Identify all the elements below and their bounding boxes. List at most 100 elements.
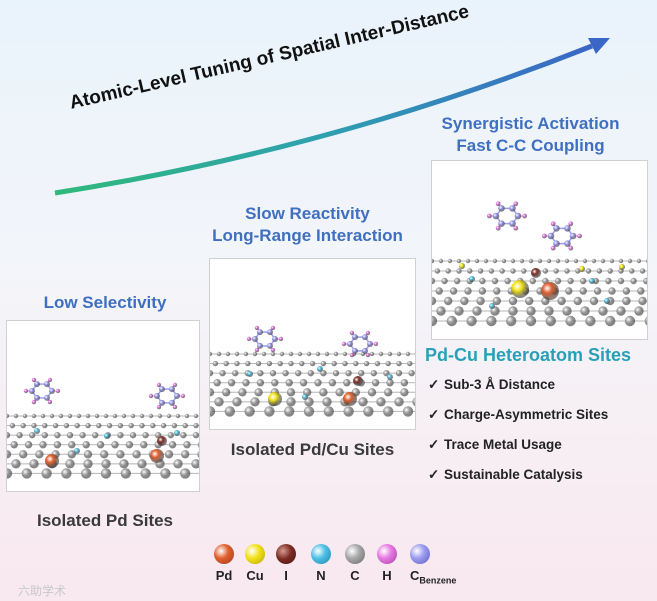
lattice-atom <box>83 450 93 459</box>
lattice-atom <box>252 351 258 357</box>
lattice-atom <box>643 277 650 285</box>
lattice-atom <box>4 413 10 419</box>
hydrogen-atom <box>156 382 162 388</box>
lattice-atom <box>636 258 642 264</box>
lattice-atom <box>617 277 625 285</box>
hydrogen-atom <box>495 225 501 231</box>
feature-label: Sub-3 Å Distance <box>444 377 556 392</box>
lattice-atom <box>358 369 365 377</box>
lattice-atom <box>242 379 250 387</box>
lattice-atom <box>137 459 147 469</box>
benzene-carbon-atom <box>352 334 358 341</box>
lattice-atom <box>16 431 23 439</box>
benzene-carbon-atom <box>159 386 165 393</box>
benzene-carbon-atom <box>34 394 40 401</box>
lattice-atom <box>10 441 18 449</box>
lattice-atom <box>589 296 599 306</box>
lattice-atom <box>85 413 91 419</box>
lattice-atom <box>111 441 119 449</box>
lattice-atom <box>319 388 328 397</box>
lattice-atom <box>103 413 109 419</box>
iodine-atom <box>157 436 167 446</box>
pd-atom <box>150 449 164 463</box>
lattice-atom <box>447 258 453 264</box>
benzene-carbon-atom <box>509 220 516 227</box>
legend-ball-cbenzene <box>410 544 430 564</box>
lattice-atom <box>132 450 141 459</box>
lattice-atom <box>13 413 19 419</box>
lattice-atom <box>94 413 100 419</box>
stage-1-title: Low Selectivity <box>10 292 200 314</box>
lattice-atom <box>396 351 402 357</box>
benzene-carbon-atom <box>367 341 373 347</box>
hydrogen-atom <box>270 325 276 331</box>
cu-atom <box>579 266 585 272</box>
lattice-atom <box>367 388 377 397</box>
lattice-atom <box>288 360 294 367</box>
lattice-atom <box>140 441 148 449</box>
benzene-carbon-atom <box>509 205 516 212</box>
lattice-atom <box>222 388 231 397</box>
lattice-atom <box>67 413 73 419</box>
lattice-atom <box>343 379 351 387</box>
lattice-atom <box>438 258 444 264</box>
lattice-atom <box>29 459 39 469</box>
lattice-atom <box>21 468 32 479</box>
lattice-atom <box>510 258 516 264</box>
lattice-atom <box>197 450 206 459</box>
lattice-atom <box>1 468 13 479</box>
iodine-atom <box>531 268 541 278</box>
benzene-carbon-atom <box>492 212 500 220</box>
hydrogen-atom <box>31 377 37 383</box>
lattice-atom <box>546 258 552 264</box>
pd-atom <box>45 454 59 468</box>
lattice-atom <box>525 315 537 327</box>
lattice-atom <box>323 406 334 417</box>
legend-label-i: I <box>284 568 288 583</box>
hydrogen-atom <box>156 404 162 410</box>
lattice-atom <box>121 413 127 419</box>
lattice-atom <box>554 277 562 285</box>
lattice-atom <box>525 296 534 306</box>
legend-label-pd: Pd <box>215 568 233 583</box>
lattice-atom <box>434 268 441 274</box>
lattice-atom <box>125 441 134 449</box>
hydrogen-atom <box>568 221 574 227</box>
hydrogen-atom <box>486 213 492 219</box>
lattice-atom <box>304 397 314 407</box>
lattice-atom <box>369 351 375 357</box>
lattice-atom <box>129 431 137 439</box>
lattice-atom <box>150 422 156 429</box>
legend-ball-pd <box>214 544 234 564</box>
lattice-atom <box>564 268 570 274</box>
lattice-atom <box>31 422 37 429</box>
lattice-atom <box>609 258 615 264</box>
lattice-atom <box>441 277 448 285</box>
stage-3-title-line-1: Synergistic Activation <box>441 114 620 133</box>
lattice-atom <box>562 306 572 316</box>
lattice-atom <box>24 441 33 449</box>
lattice-atom <box>426 315 438 327</box>
lattice-atom <box>501 258 507 264</box>
lattice-atom <box>345 369 352 377</box>
lattice-atom <box>257 369 264 377</box>
lattice-atom <box>271 379 279 387</box>
lattice-atom <box>49 413 55 419</box>
lattice-atom <box>567 277 574 285</box>
lattice-atom <box>148 413 154 419</box>
lattice-atom <box>266 360 273 367</box>
lattice-atom <box>224 406 235 417</box>
lattice-atom <box>565 315 576 327</box>
lattice-atom <box>466 315 477 327</box>
lattice-atom <box>444 296 453 306</box>
lattice-atom <box>627 258 633 264</box>
lattice-atom <box>370 369 377 377</box>
lattice-atom <box>400 388 409 397</box>
lattice-atom <box>244 406 255 417</box>
feature-item: ✓Sub-3 Å Distance <box>428 377 555 393</box>
nitrogen-atom <box>589 278 595 284</box>
lattice-atom <box>542 268 549 274</box>
lattice-atom <box>488 268 495 274</box>
lattice-atom <box>383 406 394 417</box>
lattice-atom <box>286 397 296 407</box>
